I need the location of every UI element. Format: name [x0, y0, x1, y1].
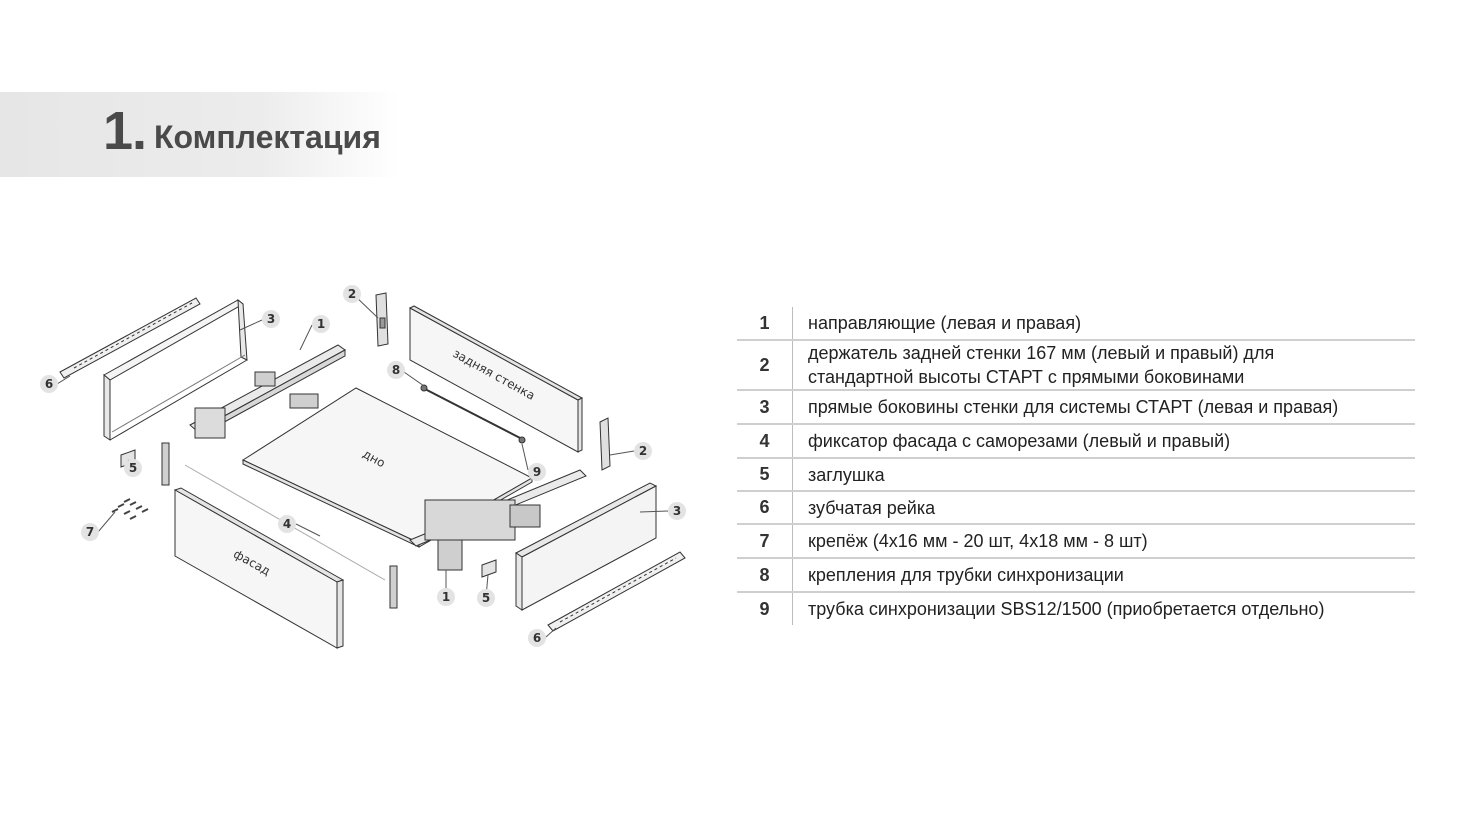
part-number: 4 [737, 423, 793, 458]
callout-circle [124, 459, 142, 477]
callout-number: 6 [533, 631, 541, 645]
part-description: зубчатая рейка [792, 490, 1415, 524]
part-number: 2 [737, 339, 793, 390]
callout-number: 3 [267, 312, 275, 326]
part-description: направляющие (левая и правая) [808, 313, 1082, 333]
callout-number: 6 [45, 377, 53, 391]
left-runner [189, 344, 346, 439]
section-header-band [0, 92, 400, 177]
part-number: 5 [737, 457, 793, 491]
part-number: 7 [737, 523, 793, 558]
callout-circle [81, 523, 99, 541]
right-toothed-rack [547, 551, 686, 632]
part-number: 1 [737, 307, 793, 340]
left-toothed-rack [59, 297, 201, 379]
callout-circle [528, 629, 546, 647]
part-description: крепления для трубки синхронизации [792, 557, 1415, 592]
callout-number: 1 [317, 317, 325, 331]
part-description: трубка синхронизации SBS12/1500 (приобре… [792, 591, 1415, 625]
left-side-wall [103, 298, 248, 441]
back-wall-panel [408, 305, 584, 453]
part-description: заглушка [792, 457, 1415, 491]
callout-circle [343, 285, 361, 303]
callout-circle [634, 442, 652, 460]
section-number: 1. [103, 101, 147, 161]
callout-number: 9 [533, 465, 541, 479]
callout-circle [387, 361, 405, 379]
callout-circle [40, 375, 58, 393]
callout-number: 5 [129, 461, 137, 475]
part-description: прямые боковины стенки для системы СТАРТ… [792, 389, 1415, 424]
callout-circle [312, 315, 330, 333]
part-description: фиксатор фасада с саморезами (левый и пр… [792, 423, 1415, 458]
callout-number: 8 [392, 363, 400, 377]
left-back-holder [375, 292, 389, 347]
part-number: 3 [737, 389, 793, 424]
right-back-holder [599, 417, 611, 471]
callout-circle [528, 463, 546, 481]
screws [111, 498, 149, 520]
callout-number: 2 [348, 287, 356, 301]
part-number: 8 [737, 557, 793, 592]
callout-number: 1 [442, 590, 450, 604]
callout-number: 3 [673, 504, 681, 518]
callout-circle [668, 502, 686, 520]
right-runner [409, 469, 587, 571]
right-side-wall [515, 482, 658, 611]
part-description: держатель задней стенки 167 мм (левый и … [792, 339, 1415, 390]
callout-number: 5 [482, 591, 490, 605]
section-title: Комплектация [154, 119, 381, 155]
callout-circle [278, 515, 296, 533]
callout-circle [477, 589, 495, 607]
callout-number: 4 [283, 517, 291, 531]
callout-circle [437, 588, 455, 606]
parts-row: 1 направляющие (левая и правая) [737, 307, 1415, 340]
sync-tube [420, 384, 526, 444]
callout-markers: 6 3 1 2 8 9 2 3 5 7 4 1 5 6 [40, 285, 686, 647]
callout-number: 2 [639, 444, 647, 458]
callout-number: 7 [86, 525, 94, 539]
callout-circle [262, 310, 280, 328]
part-number: 6 [737, 490, 793, 524]
part-description: крепёж (4х16 мм - 20 шт, 4х18 мм - 8 шт) [792, 523, 1415, 558]
part-number: 9 [737, 591, 793, 625]
front-panel [173, 487, 345, 649]
